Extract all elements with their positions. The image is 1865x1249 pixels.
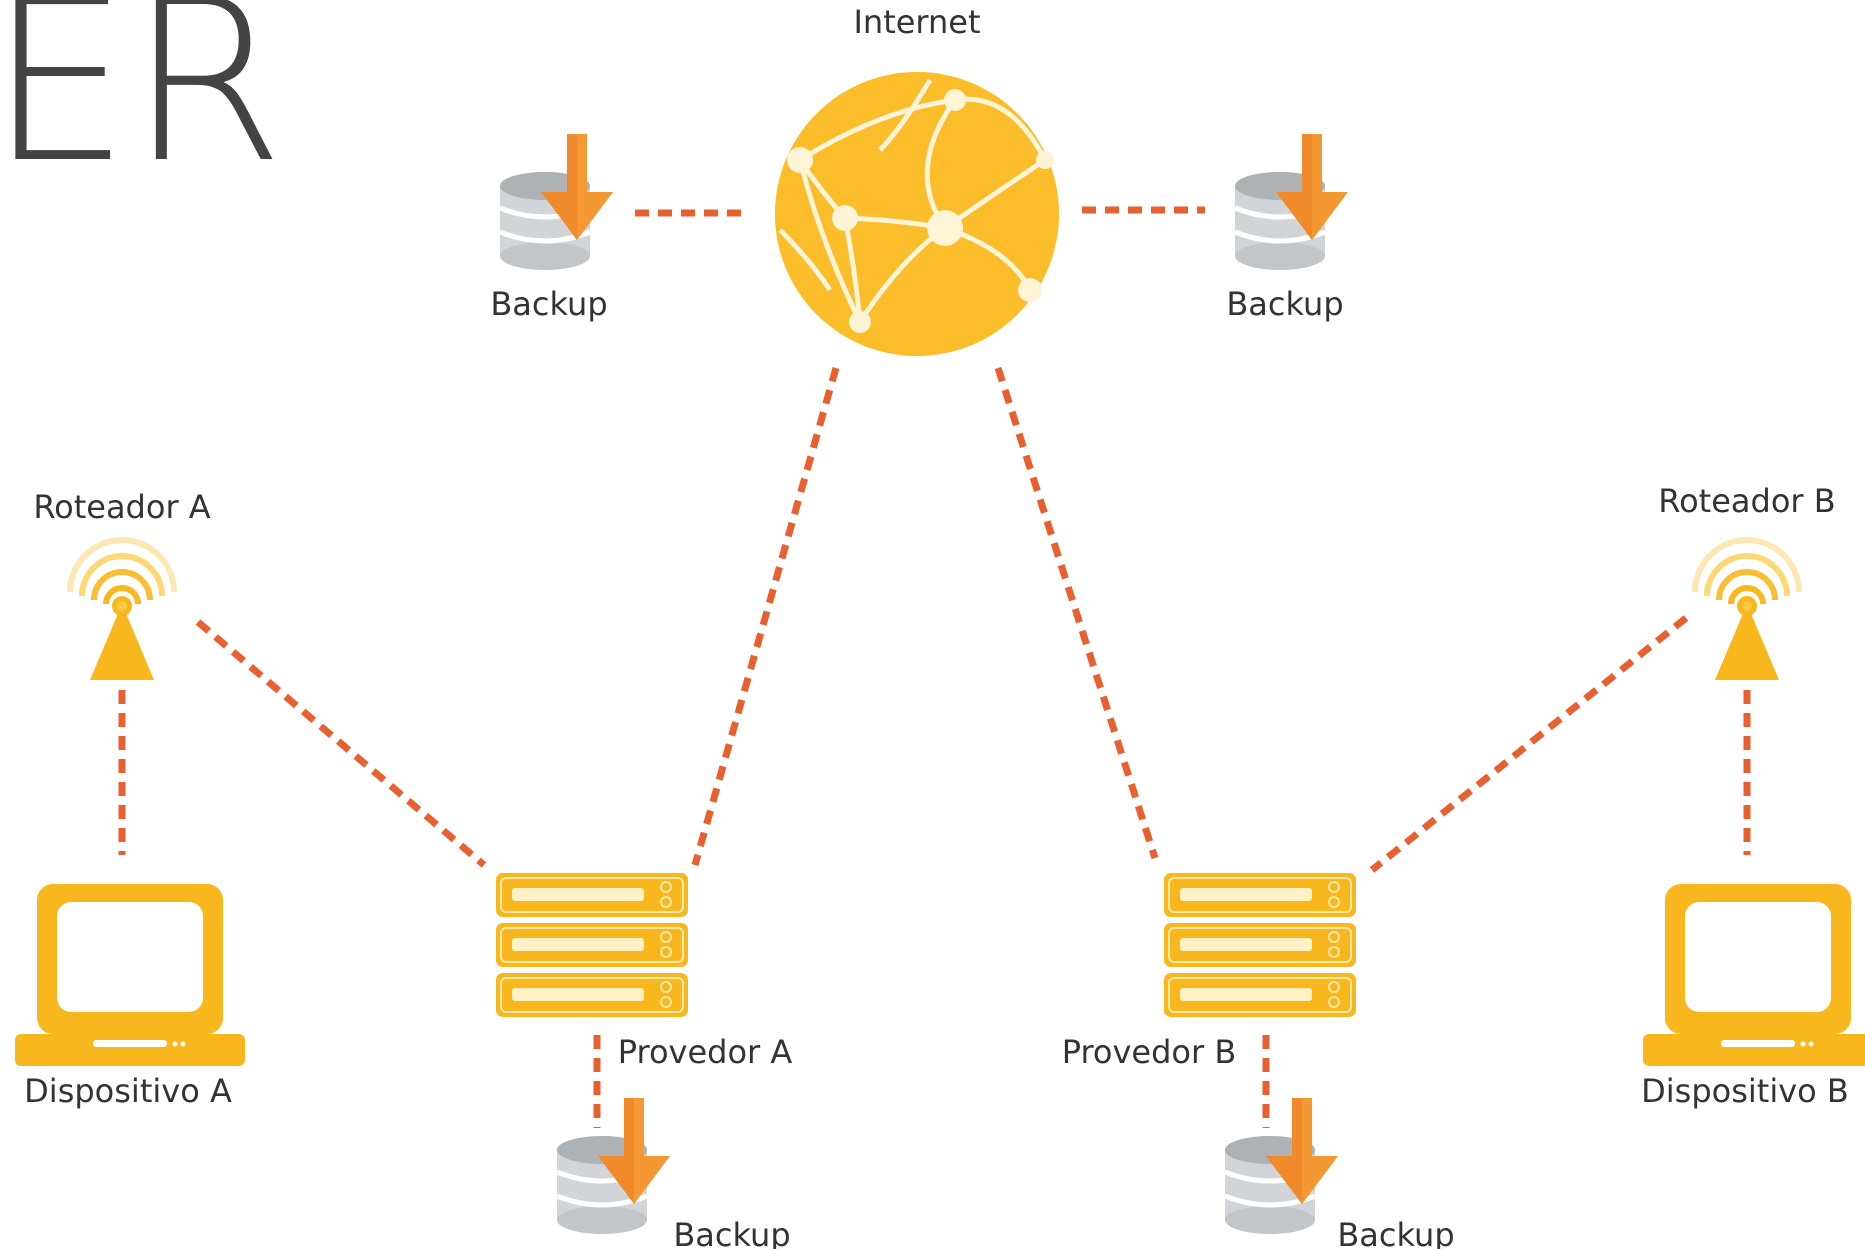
link-router-b-provider-b <box>1369 615 1689 873</box>
backup-provider-a-label: Backup <box>673 1216 790 1249</box>
provider-b-label: Provedor B <box>1062 1033 1237 1071</box>
backup-provider-b-icon <box>1225 1098 1338 1234</box>
backup-top-left-icon <box>500 134 613 270</box>
heading-fragment: ER <box>0 0 284 213</box>
internet-globe-icon <box>775 72 1059 356</box>
backup-provider-a-icon <box>557 1098 670 1234</box>
router-a-icon <box>70 540 174 680</box>
backup-top-right-label: Backup <box>1226 285 1343 323</box>
provider-a-server-icon <box>495 872 689 1018</box>
provider-b-server-icon <box>1163 872 1357 1018</box>
device-b-label: Dispositivo B <box>1641 1072 1849 1110</box>
backup-provider-b-label: Backup <box>1337 1216 1454 1249</box>
internet-label: Internet <box>853 3 980 41</box>
router-a-label: Roteador A <box>33 488 210 526</box>
device-b-laptop-icon <box>1643 884 1865 1066</box>
link-router-a-provider-a <box>195 619 487 868</box>
link-internet-provider-b <box>994 366 1159 860</box>
provider-a-label: Provedor A <box>618 1033 793 1071</box>
backup-top-left-label: Backup <box>490 285 607 323</box>
router-b-icon <box>1695 540 1799 680</box>
device-a-label: Dispositivo A <box>24 1072 232 1110</box>
device-a-laptop-icon <box>15 884 245 1066</box>
link-internet-provider-a <box>691 367 840 866</box>
backup-top-right-icon <box>1235 134 1348 270</box>
connector-lines <box>118 206 1751 1128</box>
router-b-label: Roteador B <box>1658 482 1835 520</box>
